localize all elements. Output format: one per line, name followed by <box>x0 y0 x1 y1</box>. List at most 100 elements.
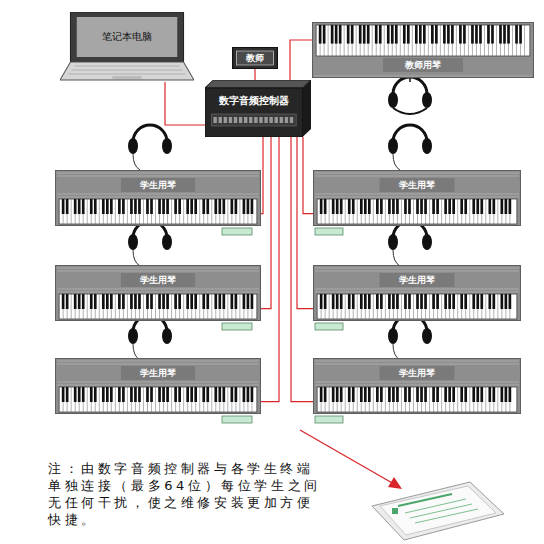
key-line <box>505 199 506 224</box>
black-key <box>74 199 77 214</box>
black-key <box>82 294 85 309</box>
key-line <box>433 294 434 319</box>
key-line <box>179 199 180 224</box>
black-key <box>487 25 490 44</box>
key-line <box>369 294 370 319</box>
key-line <box>325 294 326 319</box>
panel-stripe <box>315 292 519 293</box>
black-key <box>332 199 335 214</box>
key-line <box>380 25 381 56</box>
black-key <box>436 387 439 402</box>
key-line <box>215 387 216 412</box>
panel-stripe <box>315 197 519 198</box>
key-line <box>243 387 244 412</box>
key-line <box>381 387 382 412</box>
key-line <box>199 294 200 319</box>
key-line <box>413 387 414 412</box>
port <box>264 117 267 123</box>
key-line <box>417 199 418 224</box>
key-line <box>119 294 120 319</box>
key-line <box>99 294 100 319</box>
black-key <box>360 294 363 309</box>
black-key <box>102 199 105 214</box>
key-line <box>320 25 321 56</box>
key-line <box>151 294 152 319</box>
key-line <box>187 387 188 412</box>
key-line <box>75 294 76 319</box>
key-line <box>469 294 470 319</box>
wire-line <box>291 137 313 402</box>
black-key <box>360 387 363 402</box>
key-line <box>369 387 370 412</box>
key-line <box>509 199 510 224</box>
inner-frame <box>237 51 274 65</box>
panel-stripe <box>315 382 519 383</box>
key-line <box>167 199 168 224</box>
port <box>224 117 227 123</box>
key-line <box>87 199 88 224</box>
black-key <box>505 387 508 402</box>
key-line <box>135 294 136 319</box>
key-line <box>163 387 164 412</box>
audio-wire <box>297 137 313 309</box>
black-key <box>364 199 367 214</box>
panel-stripe <box>57 268 259 269</box>
port <box>275 117 278 123</box>
black-key <box>447 25 450 44</box>
black-key <box>110 199 113 214</box>
key-line <box>71 387 72 412</box>
keys <box>317 199 517 224</box>
black-key <box>505 199 508 214</box>
key-line <box>324 25 325 56</box>
black-key <box>480 199 483 214</box>
key-line <box>325 199 326 224</box>
node-shape <box>55 358 261 414</box>
key-line <box>123 387 124 412</box>
label-band <box>121 273 195 287</box>
key-line <box>207 199 208 224</box>
key-line <box>457 294 458 319</box>
key-line <box>500 25 501 56</box>
student-keyboard: 学生用琴 <box>55 170 261 226</box>
key-line <box>408 25 409 56</box>
key-line <box>123 199 124 224</box>
key-line <box>433 387 434 412</box>
port <box>239 117 242 123</box>
key-line <box>329 387 330 412</box>
key-line <box>155 387 156 412</box>
black-key <box>130 387 133 402</box>
key-line <box>345 199 346 224</box>
key-line <box>87 294 88 319</box>
key-line <box>489 199 490 224</box>
key-line <box>211 199 212 224</box>
key-line <box>449 294 450 319</box>
key-line <box>400 25 401 56</box>
controller-front <box>205 88 303 137</box>
key-line <box>461 199 462 224</box>
key-line <box>472 25 473 56</box>
keys <box>59 294 257 319</box>
key-line <box>377 199 378 224</box>
key-line <box>171 294 172 319</box>
black-key <box>396 199 399 214</box>
key-line <box>401 199 402 224</box>
key-line <box>353 294 354 319</box>
key-line <box>239 294 240 319</box>
black-key <box>162 294 165 309</box>
key-line <box>223 387 224 412</box>
panel-stripe <box>57 361 259 362</box>
black-key <box>218 387 221 402</box>
port <box>213 117 216 123</box>
black-key <box>178 387 181 402</box>
key-line <box>71 294 72 319</box>
panel-stripe <box>57 197 259 198</box>
black-key <box>431 25 434 44</box>
key-line <box>63 294 64 319</box>
key-line <box>473 294 474 319</box>
black-key <box>150 294 153 309</box>
label-band <box>380 366 455 380</box>
black-key <box>78 294 81 309</box>
key-line <box>488 25 489 56</box>
key-line <box>385 294 386 319</box>
key-line <box>397 294 398 319</box>
